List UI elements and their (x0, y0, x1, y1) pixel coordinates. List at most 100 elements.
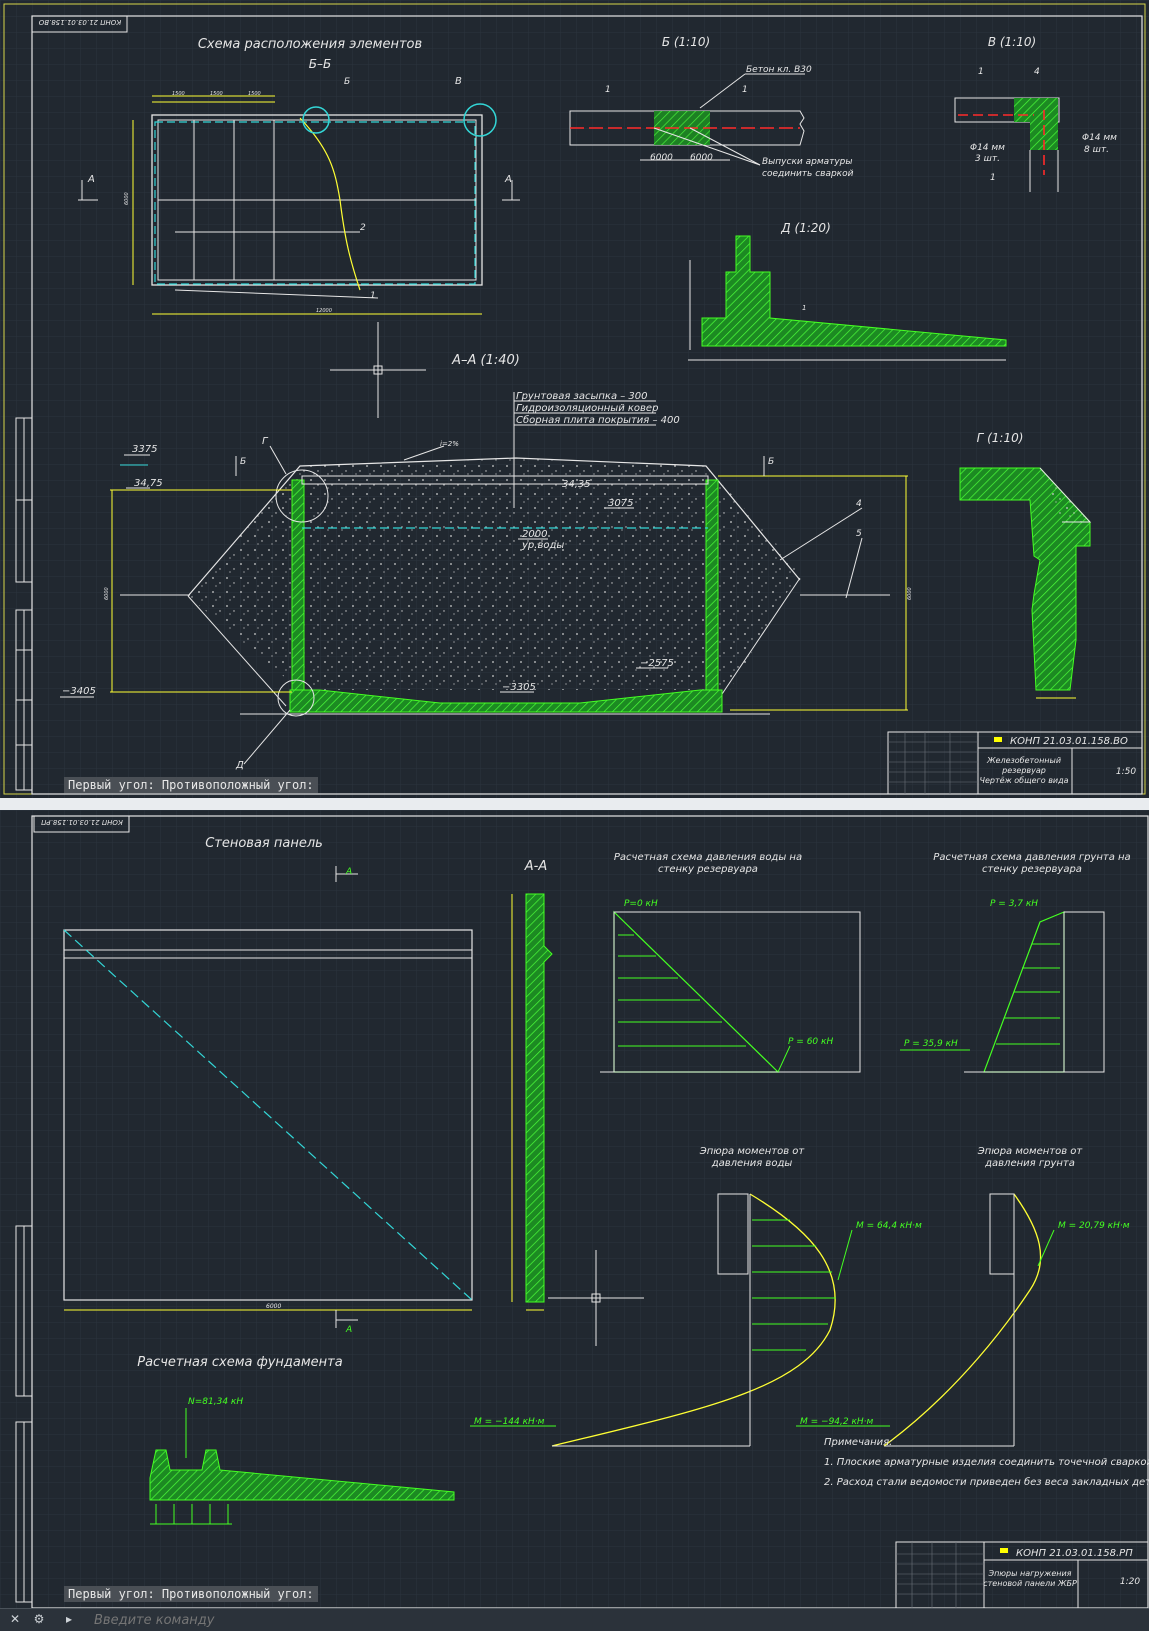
p0-label: P=0 кН (624, 899, 658, 909)
view-b: Бетон кл. В30 1 1 6000 6000 Выпуски арма… (569, 65, 854, 179)
mark-b-plan: Б (344, 77, 350, 87)
soil-pressure-title-2: стенку резервуара (982, 864, 1082, 875)
water-pressure-diagram: P=0 кН P = 60 кН (600, 899, 861, 1073)
mark-a-right: А (504, 174, 512, 185)
tb-line-2: резервуар (1001, 766, 1046, 775)
moment-water-diagram: M = 64,4 кН·м M = −144 кН·м (470, 1193, 922, 1447)
foundation-title: Расчетная схема фундамента (137, 1355, 343, 1370)
level-3075: 3075 (608, 498, 633, 509)
svg-text:6000: 6000 (104, 587, 110, 600)
pos-1-v-bottom: 1 (990, 173, 996, 183)
mark-d: Д (235, 760, 244, 771)
command-line: ✕ ⚙ ▸ (0, 1608, 1149, 1631)
level-m3305: −3305 (502, 682, 536, 693)
layer-3: Сборная плита покрытия – 400 (516, 414, 680, 426)
close-icon[interactable]: ✕ (9, 1612, 21, 1626)
svg-text:1500: 1500 (172, 91, 185, 97)
drawing-code-top: КОНП 21.03.01.158.ВО (1010, 736, 1128, 747)
rebar-note-2: соединить сваркой (762, 169, 854, 179)
viewport-divider[interactable] (0, 798, 1149, 810)
phi14-right: Φ14 мм (1082, 133, 1117, 143)
pcs-8: 8 шт. (1084, 145, 1109, 155)
moment-soil-title-2: давления грунта (984, 1158, 1075, 1169)
moment-water-title-2: давления воды (711, 1158, 793, 1169)
stamp-rotated: КОНП 21.03.01.158.ВО (38, 18, 121, 26)
mark-b-sec-right: Б (768, 457, 774, 467)
command-history-icon[interactable]: ▸ (65, 1612, 73, 1626)
section-aa-bottom: А-А (524, 859, 547, 874)
m2079-label: M = 20,79 кН·м (1058, 1221, 1130, 1231)
svg-text:1500: 1500 (248, 91, 261, 97)
tb-bottom-line-2: стеновой панели ЖБР (983, 1579, 1077, 1588)
view-d-title: Д (1:20) (780, 221, 831, 235)
section-aa: Грунтовая засыпка – 300 Гидроизоляционны… (60, 391, 913, 771)
mark-b-sec-left: Б (240, 457, 246, 467)
m144-label: M = −144 кН·м (474, 1417, 545, 1427)
notes: Примечания: 1. Плоские арматурные издели… (824, 1437, 1149, 1488)
svg-text:6000: 6000 (907, 587, 913, 600)
panel-section (511, 893, 553, 1311)
water-pressure-title-1: Расчетная схема давления воды на (614, 852, 802, 863)
water-pressure-title-2: стенку резервуара (658, 864, 758, 875)
layer-1: Грунтовая засыпка – 300 (516, 391, 648, 402)
moment-soil-title-1: Эпюра моментов от (977, 1146, 1084, 1157)
pos-5-sec: 5 (856, 529, 862, 539)
view-v: 1 4 Φ14 мм 3 шт. Φ14 мм 8 шт. 1 (954, 67, 1117, 192)
level-3375: 3375 (132, 444, 157, 455)
moment-water-title-1: Эпюра моментов от (699, 1146, 806, 1157)
pos-1-b-left: 1 (605, 85, 611, 95)
pos-4-sec: 4 (856, 499, 862, 509)
stamp-rotated-bottom: КОНП 21.03.01.158.РП (40, 818, 122, 826)
tb-line-1: Железобетонный (986, 756, 1061, 765)
scale-bottom: 1:20 (1120, 1577, 1140, 1587)
svg-text:6000: 6000 (124, 192, 130, 205)
phi14-left: Φ14 мм (970, 143, 1005, 153)
p359-label: P = 35,9 кН (904, 1039, 958, 1049)
viewport-bottom[interactable]: КОНП 21.03.01.158.РП Стеновая панель 600… (0, 810, 1149, 1608)
drawing-sheet-general: КОНП 21.03.01.158.ВО Схема расположения … (0, 0, 1149, 798)
svg-text:12000: 12000 (316, 308, 332, 314)
drawing-sheet-loads: КОНП 21.03.01.158.РП Стеновая панель 600… (0, 810, 1149, 1608)
pcs-3: 3 шт. (975, 154, 1000, 164)
svg-text:1500: 1500 (210, 91, 223, 97)
water-level-label: ур.воды (521, 540, 564, 551)
note-2: 2. Расход стали ведомости приведен без в… (824, 1476, 1149, 1488)
view-g-title: Г (1:10) (977, 431, 1024, 445)
n8134-label: N=81,34 кН (188, 1397, 243, 1407)
m942-label: M = −94,2 кН·м (800, 1417, 874, 1427)
panel-width-dim: 6000 (266, 1303, 281, 1310)
view-v-title: В (1:10) (988, 35, 1036, 49)
section-bb-label: Б–Б (309, 57, 331, 71)
pos-1-d: 1 (802, 304, 806, 312)
mark-a-bottom: А (345, 1325, 352, 1335)
pos-1-plan: 1 (370, 291, 376, 301)
moment-soil-diagram: M = 20,79 кН·м M = −94,2 кН·м (796, 1193, 1130, 1447)
margin-stamp (15, 417, 33, 791)
level-3475: 34,75 (134, 478, 163, 489)
section-aa-title: А–А (1:40) (451, 353, 520, 368)
drawing-code-bottom: КОНП 21.03.01.158.РП (1016, 1548, 1133, 1559)
level-m3405: −3405 (62, 686, 96, 697)
level-2000: 2000 (522, 529, 547, 540)
mark-v-plan: В (455, 76, 462, 87)
command-prompt-bottom: Первый угол: Противоположный угол: (64, 1586, 318, 1602)
note-1: 1. Плоские арматурные изделия соединить … (824, 1457, 1149, 1468)
rebar-note-1: Выпуски арматуры (762, 157, 853, 167)
tb-bottom-line-1: Эпюры нагружения (987, 1569, 1071, 1578)
wall-panel: 6000 А А (63, 866, 473, 1335)
scale-top: 1:50 (1116, 767, 1136, 777)
pos-4-v: 4 (1034, 67, 1040, 77)
wrench-icon[interactable]: ⚙ (33, 1612, 45, 1626)
concrete-class: Бетон кл. В30 (746, 65, 812, 75)
command-input[interactable] (92, 1611, 736, 1629)
scheme-title: Схема расположения элементов (198, 37, 422, 52)
soil-pressure-title-1: Расчетная схема давления грунта на (933, 852, 1130, 863)
pos-2: 2 (360, 223, 366, 233)
dim-6000-b: 6000 (690, 153, 713, 163)
viewport-top[interactable]: КОНП 21.03.01.158.ВО Схема расположения … (0, 0, 1149, 798)
slope-label: i=2% (440, 440, 459, 448)
m644-label: M = 64,4 кН·м (856, 1221, 922, 1231)
command-prompt-top: Первый угол: Противоположный угол: (64, 777, 318, 793)
layer-2: Гидроизоляционный ковер (516, 403, 658, 414)
